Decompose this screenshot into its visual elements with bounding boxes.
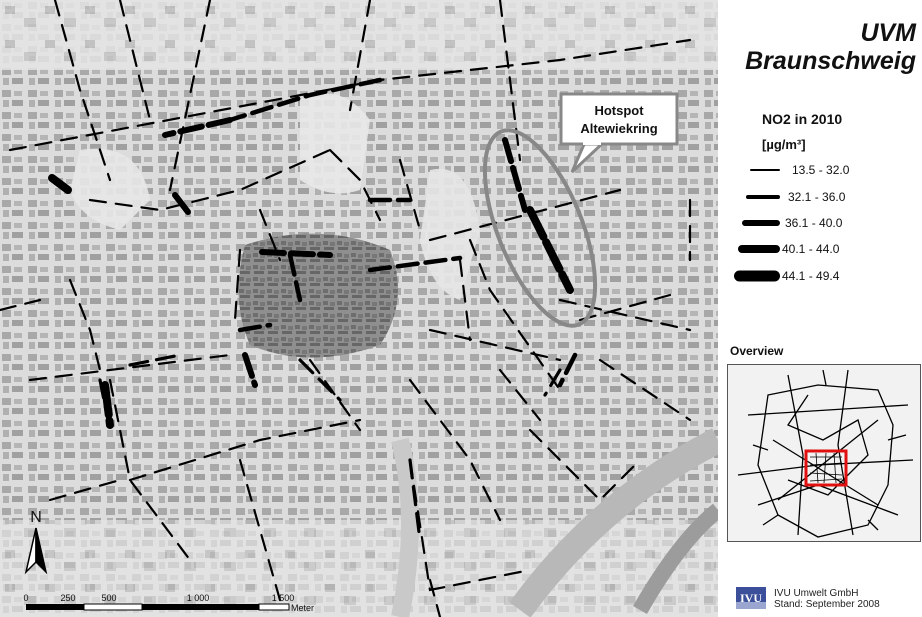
legend-line-icon (750, 169, 780, 171)
credit-company: IVU Umwelt GmbH (774, 588, 859, 599)
park-area (70, 148, 150, 230)
road-segment-class-5[interactable] (526, 206, 574, 294)
road-segment-class-1[interactable] (578, 293, 672, 322)
road-segment-class-1[interactable] (8, 38, 692, 152)
north-arrow: N (24, 509, 48, 575)
overview-highlight-box (804, 449, 848, 487)
legend-label: 13.5 - 32.0 (792, 163, 850, 177)
road-segment-class-1[interactable] (468, 238, 562, 392)
side-panel: UVM Braunschweig NO2 in 2010 [µg/m³] 13.… (718, 0, 922, 617)
road-segment-class-5[interactable] (101, 381, 114, 429)
road-segment-class-1[interactable] (118, 0, 152, 122)
road-segment-class-2[interactable] (543, 368, 562, 397)
legend-label: 36.1 - 40.0 (785, 216, 843, 230)
legend-label: 44.1 - 49.4 (782, 269, 840, 283)
credit-date: Stand: September 2008 (774, 599, 880, 610)
legend-label: 40.1 - 44.0 (782, 242, 840, 256)
road-segment-class-1[interactable] (458, 258, 472, 342)
scale-unit: Meter (291, 603, 314, 613)
road-segment-class-1[interactable] (233, 248, 242, 322)
road-segment-class-1[interactable] (528, 428, 642, 502)
road-segment-class-1[interactable] (598, 358, 692, 422)
road-segment-class-3[interactable] (557, 352, 578, 388)
legend-line-icon (742, 220, 780, 226)
ivu-logo-icon: IVU (736, 587, 766, 609)
legend-line-icon (738, 245, 780, 253)
logo-text: IVU (740, 591, 762, 605)
map-title-line2: Braunschweig (745, 47, 916, 75)
scale-tick-1000: 1 000 (187, 593, 210, 603)
road-segment-class-2[interactable] (128, 353, 182, 367)
road-segment-class-1[interactable] (398, 158, 422, 232)
road-segment-class-1[interactable] (258, 208, 282, 262)
callout-box (559, 92, 679, 146)
map-canvas[interactable]: Hotspot Altewiekring N 0 250 500 1 000 1… (0, 0, 718, 617)
north-arrow-label: N (30, 509, 42, 526)
park-area (300, 93, 370, 194)
river (633, 503, 718, 614)
road-segment-class-1[interactable] (428, 578, 442, 617)
road-segment-class-1[interactable] (53, 0, 112, 182)
river (391, 437, 419, 617)
road-segment-class-1[interactable] (128, 418, 362, 482)
road-segment-class-1[interactable] (498, 368, 542, 422)
scale-tick-0: 0 (23, 593, 28, 603)
road-segment-class-2[interactable] (298, 358, 342, 402)
legend-title: NO2 in 2010 (762, 111, 843, 127)
road-segment-class-1[interactable] (408, 378, 502, 522)
road-segment-class-4[interactable] (172, 192, 191, 215)
road-segment-class-3[interactable] (287, 252, 303, 303)
legend-label: 32.1 - 36.0 (788, 190, 846, 204)
callout-line1: Hotspot (594, 103, 644, 118)
scale-tick-500: 500 (101, 593, 116, 603)
legend-unit: [µg/m³] (762, 137, 806, 152)
road-segment-class-1[interactable] (48, 478, 122, 502)
road-segment-class-1[interactable] (168, 0, 212, 192)
road-segment-class-1[interactable] (108, 378, 192, 562)
overview-label: Overview (730, 344, 784, 358)
road-segment-class-3[interactable] (237, 322, 273, 333)
road-segment-class-4[interactable] (502, 137, 528, 213)
legend-line-icon (746, 195, 780, 199)
road-segment-class-3[interactable] (367, 255, 463, 273)
scale-bar: 0 250 500 1 000 1 500 Meter (23, 593, 314, 613)
road-segment-class-1[interactable] (88, 148, 332, 212)
road-segment-class-1[interactable] (408, 458, 532, 592)
scale-tick-250: 250 (60, 593, 75, 603)
hotspot-ellipse[interactable] (462, 116, 618, 340)
hotspot-callout[interactable]: Hotspot Altewiekring (559, 92, 679, 174)
overview-map[interactable] (727, 364, 921, 542)
road-segment-class-1[interactable] (328, 148, 382, 222)
railway-corridor (509, 428, 718, 617)
road-segment-class-1[interactable] (428, 328, 562, 362)
road-segment-class-2[interactable] (408, 458, 422, 542)
map-title-line1: UVM (860, 19, 916, 47)
road-segment-class-1[interactable] (348, 0, 372, 112)
road-segment-class-3[interactable] (227, 77, 383, 123)
no2-road-network (0, 0, 692, 617)
road-segment-class-1[interactable] (558, 298, 692, 332)
callout-line2: Altewiekring (580, 121, 657, 136)
road-segment-class-1[interactable] (308, 358, 362, 432)
road-segment-class-1[interactable] (68, 278, 102, 372)
road-segment-class-4[interactable] (259, 249, 333, 258)
road-segment-class-1[interactable] (28, 353, 232, 382)
road-segment-class-5[interactable] (48, 174, 72, 194)
scale-tick-1500: 1 500 (272, 593, 295, 603)
road-segment-class-4[interactable] (242, 352, 258, 388)
overview-map-graphic (728, 365, 920, 541)
park-area (420, 168, 480, 300)
road-segment-class-4[interactable] (162, 117, 233, 138)
old-town-core (238, 233, 398, 358)
legend-line-icon (734, 270, 780, 282)
road-segment-class-1[interactable] (0, 298, 42, 312)
road-segment-class-1[interactable] (428, 188, 622, 242)
